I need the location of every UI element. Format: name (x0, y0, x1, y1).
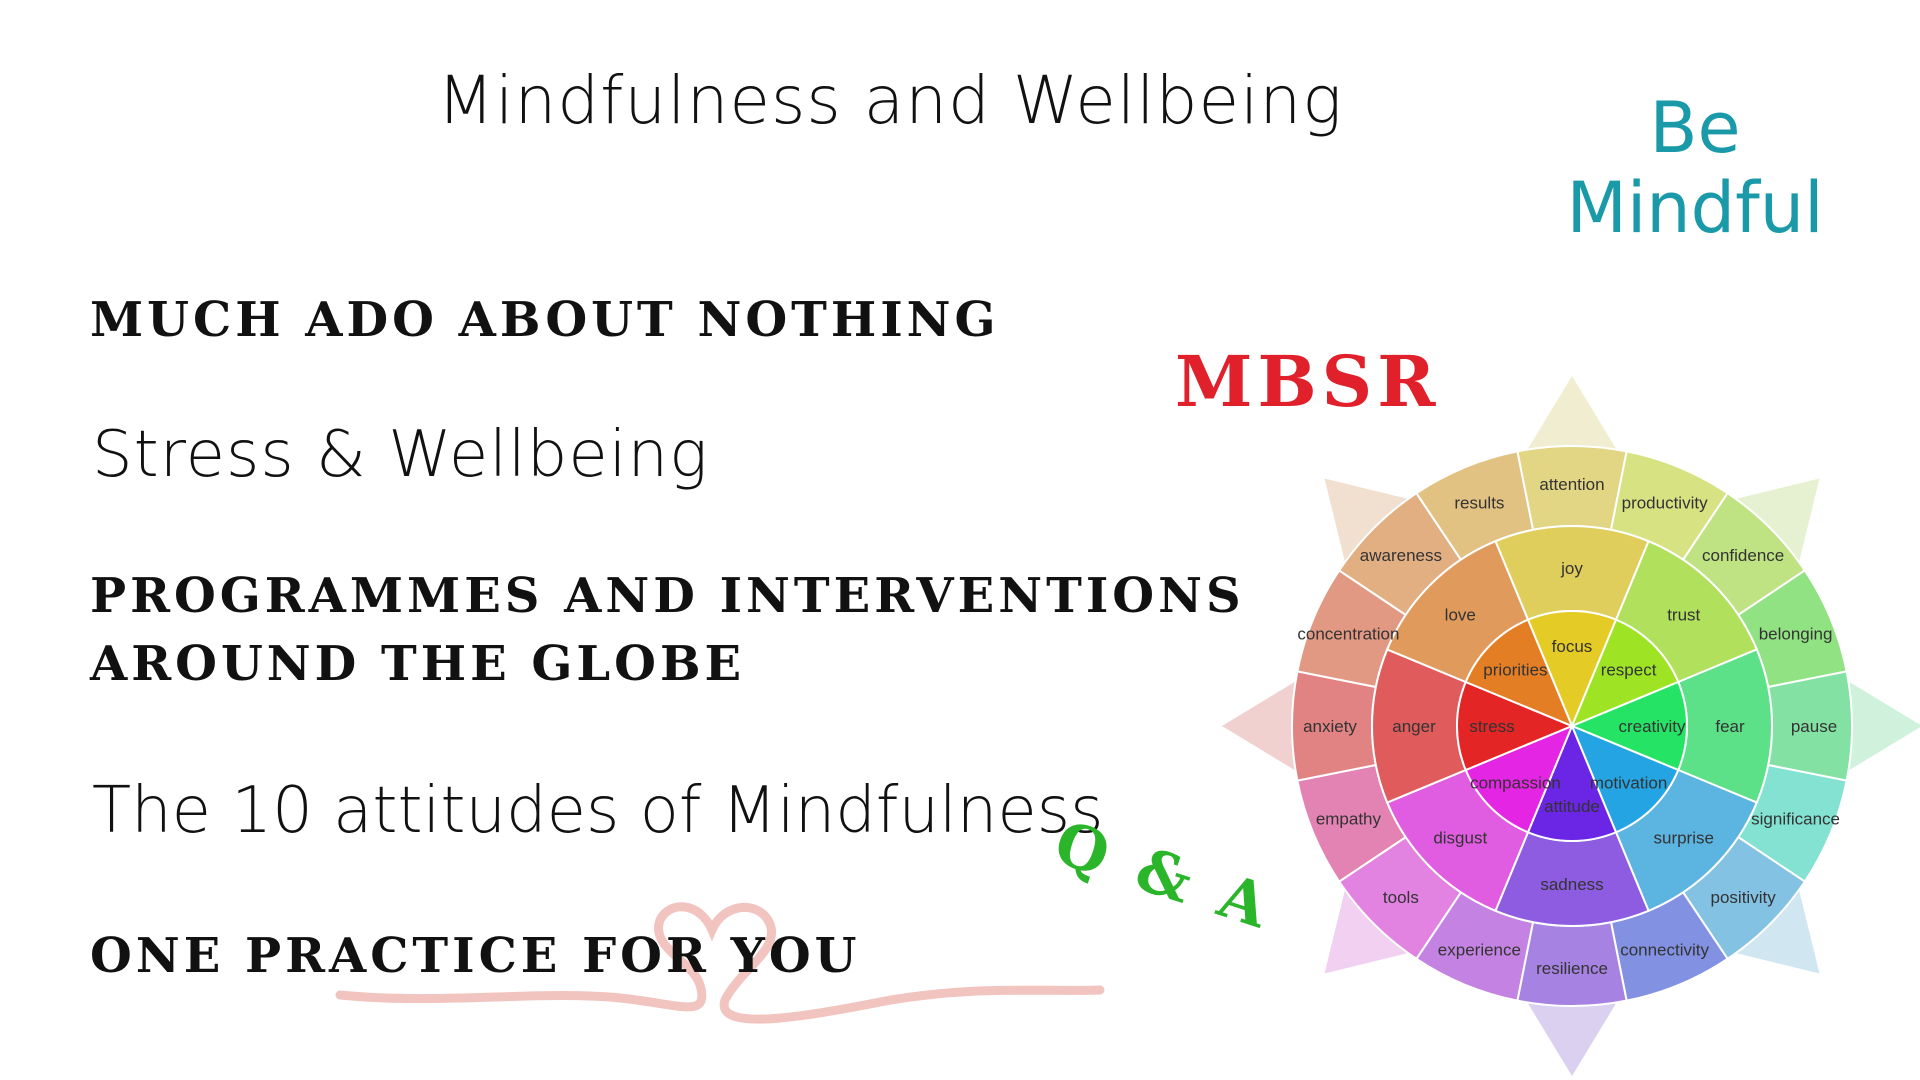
agenda-item-5: ONE PRACTICE FOR YOU (90, 928, 861, 984)
wheel-point (1722, 478, 1820, 576)
wheel-inner-label: creativity (1618, 717, 1686, 736)
agenda-item-1: MUCH ADO ABOUT NOTHING (90, 292, 1000, 348)
wheel-inner-label: attitude (1544, 797, 1600, 816)
wheel-outer-label: awareness (1360, 546, 1442, 565)
wheel-middle-label: anger (1392, 717, 1436, 736)
wheel-inner-label: motivation (1590, 774, 1667, 793)
wheel-point (1837, 674, 1920, 778)
wheel-point (1520, 376, 1624, 461)
emotion-wheel: focus respect creativity motivation attitude… (1222, 376, 1920, 1076)
page-title: Mindfulness and Wellbeing (437, 62, 1343, 139)
wheel-outer-label: confidence (1702, 546, 1784, 565)
wheel-outer-label: tools (1383, 888, 1419, 907)
tagline-line2: Mindful (1566, 167, 1824, 249)
wheel-outer-label: experience (1438, 941, 1521, 960)
wheel-outer-label: anxiety (1303, 717, 1357, 736)
tagline-line1: Be (1649, 87, 1741, 169)
heart-swirl-icon (335, 902, 1105, 1024)
wheel-middle-label: sadness (1540, 875, 1603, 894)
wheel-middle-label: joy (1560, 559, 1583, 578)
wheel-outer-label: pause (1791, 717, 1837, 736)
wheel-inner-segment (1464, 618, 1574, 728)
wheel-outer-label: belonging (1759, 624, 1833, 643)
wheel-outer-label: results (1454, 493, 1504, 512)
wheel-point (1324, 876, 1422, 974)
wheel-outer-label: connectivity (1620, 941, 1709, 960)
wheel-point (1520, 991, 1624, 1076)
wheel-point (1222, 674, 1307, 778)
wheel-inner-label: priorities (1483, 660, 1547, 679)
wheel-middle-label: fear (1715, 717, 1745, 736)
wheel-inner-label: focus (1552, 637, 1593, 656)
wheel-outer-label: empathy (1316, 810, 1382, 829)
wheel-middle-label: trust (1667, 605, 1700, 624)
agenda-item-3: PROGRAMMES AND INTERVENTIONS AROUND THE … (90, 562, 1245, 698)
wheel-point (1324, 478, 1422, 576)
agenda-item-3-line2: AROUND THE GLOBE (90, 636, 746, 692)
wheel-middle-label: disgust (1433, 829, 1487, 848)
agenda-item-4: The 10 attitudes of Mindfulness (92, 774, 1104, 848)
wheel-outer-label: attention (1539, 475, 1604, 494)
mbsr-label: MBSR (1175, 340, 1441, 423)
wheel-inner-label: stress (1469, 717, 1514, 736)
agenda-item-2: Stress & Wellbeing (92, 418, 709, 492)
wheel-inner-label: compassion (1470, 774, 1561, 793)
wheel-outer-label: concentration (1297, 624, 1399, 643)
wheel-point (1722, 876, 1820, 974)
wheel-inner-label: respect (1601, 660, 1657, 679)
wheel-outer-label: positivity (1711, 888, 1777, 907)
wheel-outer-label: resilience (1536, 959, 1608, 978)
wheel-outer-label: significance (1751, 810, 1840, 829)
wheel-middle-label: love (1445, 605, 1476, 624)
agenda-item-3-line1: PROGRAMMES AND INTERVENTIONS (90, 568, 1245, 624)
tagline: Be Mindful (1560, 88, 1830, 248)
wheel-middle-label: surprise (1653, 829, 1713, 848)
wheel-outer-label: productivity (1622, 493, 1708, 512)
